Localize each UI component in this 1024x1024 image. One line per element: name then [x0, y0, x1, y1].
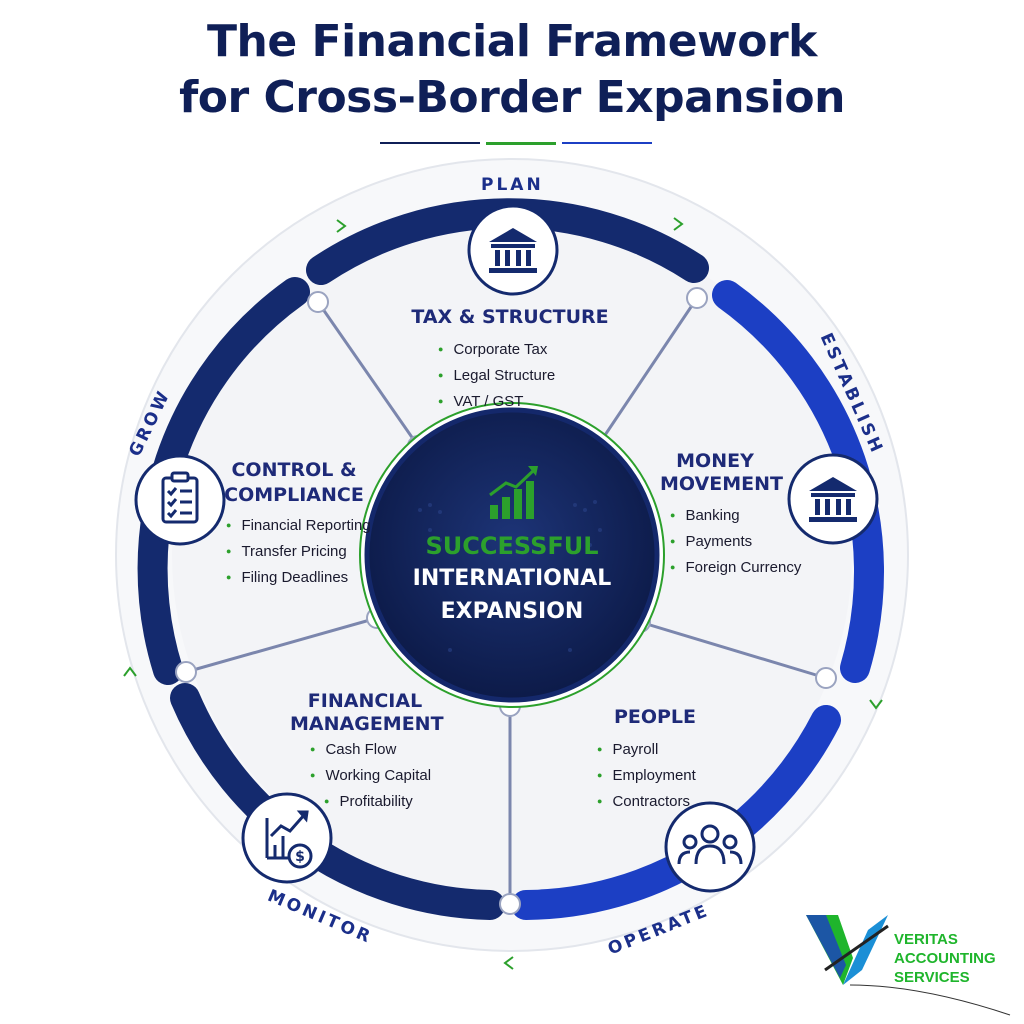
segment-title-control-2: COMPLIANCE — [224, 484, 364, 506]
list-item: Payments — [670, 528, 801, 554]
bank-building-icon — [489, 228, 537, 273]
segment-title-tax: TAX & STRUCTURE — [411, 306, 609, 328]
list-item: Payroll — [597, 736, 696, 762]
bank-building-icon — [809, 477, 857, 522]
title-rule-center — [486, 142, 556, 145]
icon-circle-money — [787, 453, 879, 545]
segment-title-financial-2: MANAGEMENT — [290, 713, 444, 735]
title-rule-right — [562, 142, 652, 144]
svg-text:$: $ — [295, 849, 305, 865]
logo-line2: ACCOUNTING — [894, 950, 996, 967]
chart-dollar-icon: $ — [265, 810, 313, 869]
list-item: Financial Reporting — [226, 512, 370, 538]
arrow-icon — [869, 699, 883, 710]
list-item: Contractors — [597, 788, 696, 814]
page-title-line1: The Financial Framework — [207, 16, 817, 67]
list-item: Profitability — [310, 788, 431, 814]
growth-bar-chart-icon — [489, 466, 538, 519]
list-item: VAT / GST — [438, 388, 555, 414]
stage-plan: PLAN — [481, 175, 544, 195]
list-item: Working Capital — [310, 762, 431, 788]
people-group-icon — [677, 824, 743, 865]
list-item: Cash Flow — [310, 736, 431, 762]
world-map-dots — [418, 500, 602, 652]
arrow-icon — [673, 217, 684, 231]
spokes — [185, 297, 827, 904]
logo-swoosh — [849, 984, 1011, 1016]
list-item: Legal Structure — [438, 362, 555, 388]
segment-title-financial-1: FINANCIAL — [307, 690, 423, 712]
list-item: Corporate Tax — [438, 336, 555, 362]
icon-circle-tax — [467, 204, 559, 296]
segment-list-money: Banking Payments Foreign Currency — [670, 502, 801, 580]
veritas-logo-mark — [806, 915, 889, 985]
list-item: Employment — [597, 762, 695, 788]
cycle-arrows — [123, 217, 883, 970]
arrow-icon — [503, 956, 514, 970]
list-item: Filing Deadlines — [226, 564, 371, 590]
segment-list-people: Payroll Employment Contractors — [597, 736, 696, 814]
logo-line3: SERVICES — [894, 969, 970, 986]
segment-list-financial: Cash Flow Working Capital Profitability — [310, 736, 431, 814]
segment-list-control: Financial Reporting Transfer Pricing Fil… — [226, 512, 371, 590]
segment-title-money-2: MOVEMENT — [660, 473, 783, 495]
arrow-icon — [336, 219, 347, 233]
center-line2: INTERNATIONAL — [412, 566, 612, 591]
list-item: Foreign Currency — [670, 554, 801, 580]
list-item: Transfer Pricing — [226, 538, 371, 564]
page-title-line2: for Cross-Border Expansion — [179, 72, 845, 123]
segment-list-tax: Corporate Tax Legal Structure VAT / GST — [438, 336, 555, 414]
arrow-icon — [123, 666, 137, 677]
list-item: Banking — [670, 502, 801, 528]
center-line3: EXPANSION — [440, 599, 584, 624]
icon-circle-control — [134, 454, 226, 546]
clipboard-checklist-icon — [161, 471, 199, 524]
segment-title-control-1: CONTROL & — [231, 459, 357, 481]
logo-line1: VERITAS — [894, 931, 958, 948]
segment-title-people: PEOPLE — [613, 706, 697, 728]
segment-title-money-1: MONEY — [676, 450, 754, 472]
center-line1: SUCCESSFUL — [425, 532, 599, 560]
title-rule-left — [380, 142, 480, 144]
